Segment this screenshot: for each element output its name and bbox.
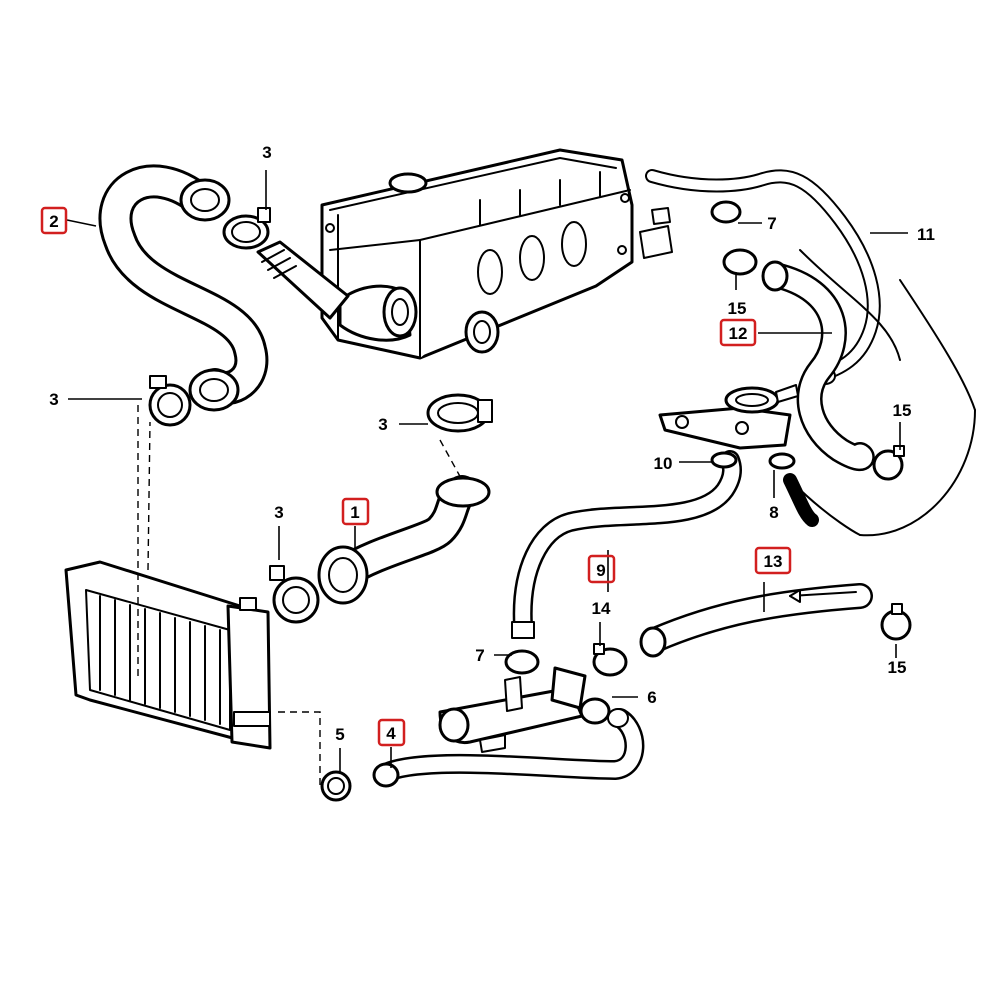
callout-2: 2: [49, 212, 58, 231]
callout-10: 10: [654, 454, 673, 473]
callout-13: 13: [764, 552, 783, 571]
hose-clamp: [880, 603, 912, 641]
coolant-flange: [658, 384, 799, 450]
threaded-inlet-pipe: [256, 240, 350, 320]
callout-labels: 2 3 3 3 3 1 4 5 9 7 14 6 10 8 7 15 12 11…: [40, 143, 935, 747]
hose-clamp: [320, 770, 352, 802]
callout-3: 3: [262, 143, 271, 162]
callout-11: 11: [917, 225, 935, 244]
callout-14: 14: [592, 599, 611, 618]
highlight-box: [40, 206, 68, 235]
callout-7: 7: [767, 214, 776, 233]
callout-15: 15: [888, 658, 907, 677]
heater-return-hose: [639, 583, 873, 658]
hose-clamp: [148, 375, 192, 427]
callout-12: 12: [729, 324, 748, 343]
hose-clamp: [722, 248, 758, 276]
callout-15: 15: [728, 299, 747, 318]
hose-clamp: [222, 207, 271, 250]
callout-9: 9: [596, 561, 605, 580]
cylinder-head: [320, 148, 673, 360]
upper-radiator-hose: [98, 164, 269, 412]
callout-5: 5: [335, 725, 344, 744]
return-hose: [761, 260, 875, 472]
small-hose-clamp: [710, 451, 819, 527]
assembly-guide-lines: [137, 405, 463, 788]
hose-clamp: [504, 649, 540, 675]
hose-clamp: [269, 565, 320, 624]
hose-clamp: [710, 200, 742, 224]
leader-lines: [66, 170, 908, 772]
highlight-box: [719, 318, 757, 347]
hose-clamp: [872, 445, 905, 481]
water-pipe-tee: [438, 666, 587, 753]
callout-3: 3: [378, 415, 387, 434]
radiator: [64, 560, 272, 750]
hose-clamp: [592, 643, 628, 677]
highlight-box: [377, 718, 406, 747]
heater-feed-hose: [511, 450, 742, 639]
hose-clamp: [579, 697, 611, 725]
callout-3: 3: [49, 390, 58, 409]
lower-radiator-hose: [317, 475, 491, 605]
highlight-box: [341, 497, 370, 526]
callout-15: 15: [893, 401, 912, 420]
highlight-box: [754, 546, 792, 575]
callout-3: 3: [274, 503, 283, 522]
callout-8: 8: [769, 503, 778, 522]
callout-4: 4: [386, 724, 396, 743]
hose-clamp: [426, 393, 493, 433]
callout-7: 7: [475, 646, 484, 665]
highlight-box: [587, 554, 616, 584]
callout-6: 6: [647, 688, 656, 707]
callout-1: 1: [350, 503, 359, 522]
